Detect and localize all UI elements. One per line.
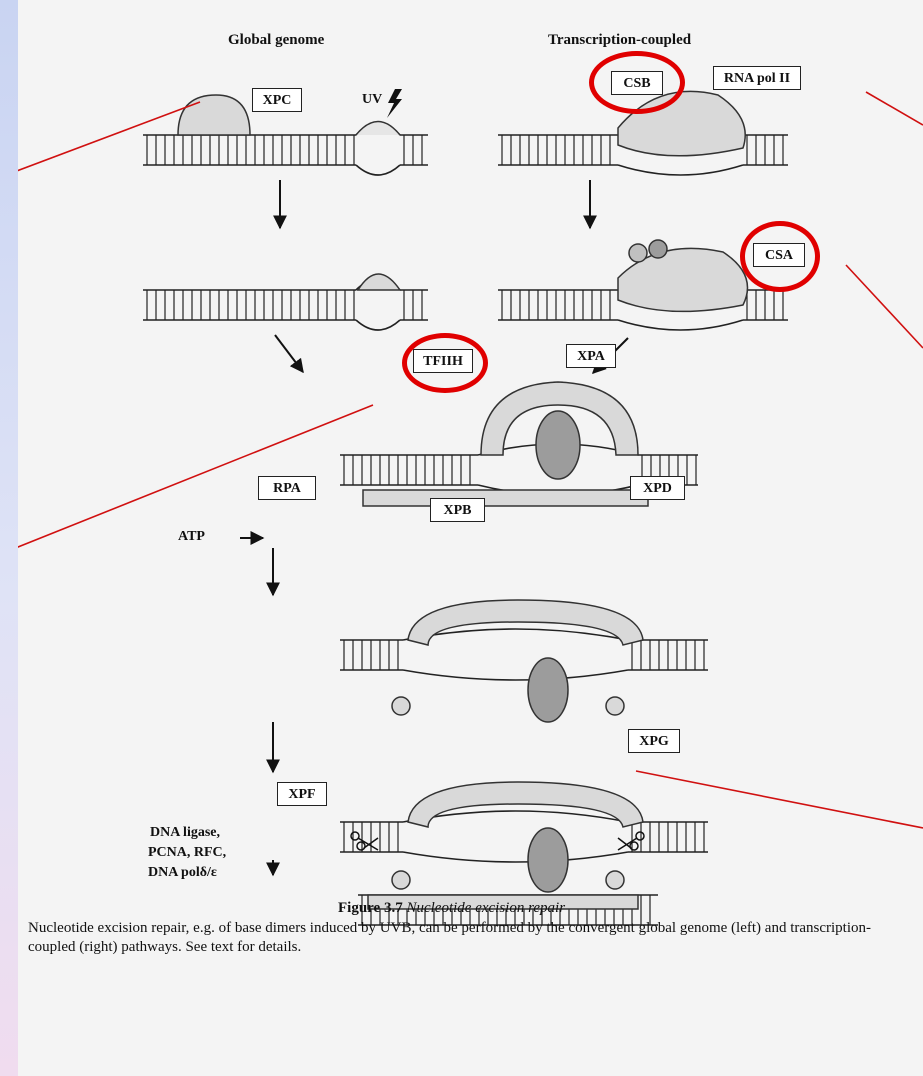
ligase-label-line3: DNA polδ/ε [148,865,217,881]
atp-label: ATP [178,529,205,545]
figure-caption-body: Nucleotide excision repair, e.g. of base… [28,919,908,957]
dna-atp-step [340,629,708,680]
ligase-label-line2: PCNA, RFC, [148,845,226,861]
xpb-label: XPB [430,498,485,522]
incision-complex-shape [408,782,643,827]
xpc-label: XPC [252,88,302,112]
uv-lightning-icon [387,89,402,118]
rpa-label: RPA [258,476,316,500]
csa-highlight-circle [740,221,820,292]
dna-incision-step [340,811,708,862]
xpc-bound-shape [358,274,400,290]
flow-arrows [240,180,628,875]
uv-label: UV [362,92,382,108]
global-genome-heading: Global genome [228,32,324,49]
open-complex-shape [408,600,643,645]
figure-caption-title: Figure 3.7 Nucleotide excision repair [338,900,565,917]
xpg-label: XPG [628,729,680,753]
tfiih-highlight-circle [402,333,488,393]
xpa-protein-shape [536,411,580,479]
rna-pol-label: RNA pol II [713,66,801,90]
xpc-protein-shape [178,95,250,135]
transcription-coupled-heading: Transcription-coupled [548,32,691,49]
xpa-label: XPA [566,344,616,368]
ligase-label-line1: DNA ligase, [150,825,220,841]
xpf-label: XPF [277,782,327,806]
xpd-label: XPD [630,476,685,500]
rpa-protein-shape [363,490,648,506]
figure-page: Global genome Transcription-coupled XPC … [18,0,923,1076]
csb-highlight-circle [589,51,685,114]
scissors-icons [351,832,644,850]
uv-lesion-bulge [356,122,400,136]
